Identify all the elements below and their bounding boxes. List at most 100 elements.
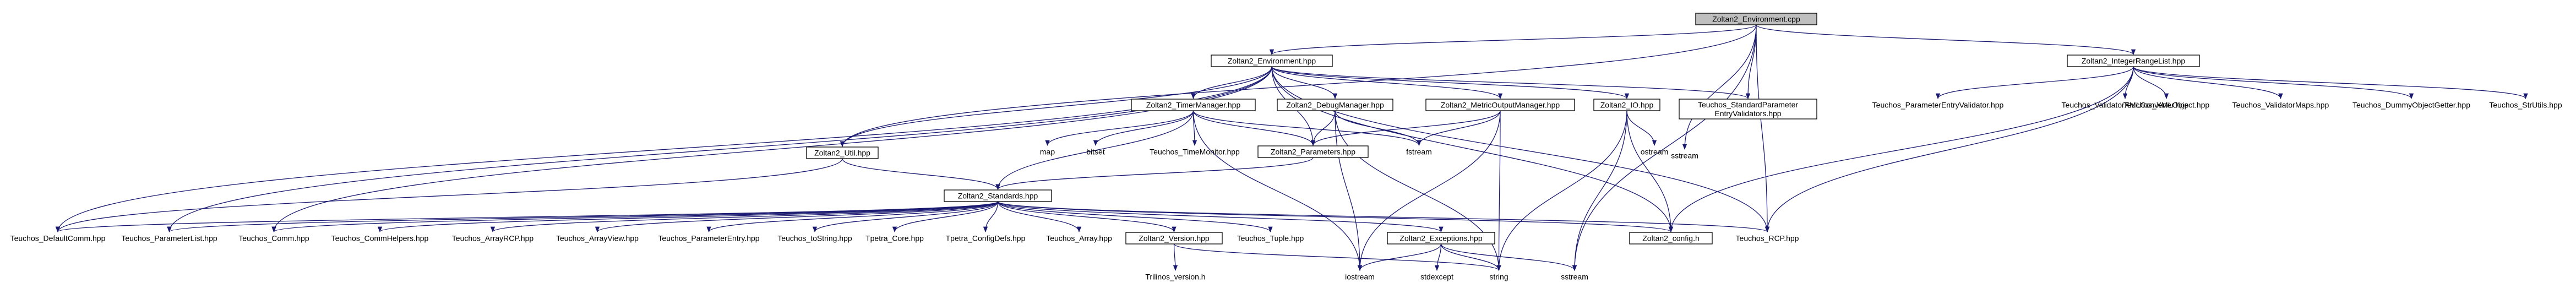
node-iostream: iostream bbox=[1345, 273, 1375, 281]
edge-irl-hpp-to-config-h bbox=[1668, 66, 2134, 233]
node-metric-hpp[interactable]: Zoltan2_MetricOutputManager.hpp bbox=[1425, 99, 1575, 111]
edge-env-hpp-to-metric-hpp bbox=[1271, 66, 1503, 100]
node-tpetracfg: Tpetra_ConfigDefs.hpp bbox=[946, 234, 1026, 243]
node-label: Zoltan2_Version.hpp bbox=[1139, 234, 1210, 243]
node-label: Teuchos_ArrayRCP.hpp bbox=[452, 234, 534, 243]
node-label: Zoltan2_Environment.cpp bbox=[1712, 15, 1800, 24]
edge-std-hpp-to-tpetracfg bbox=[983, 201, 999, 233]
node-plist: Teuchos_ParameterList.hpp bbox=[121, 234, 217, 243]
edge-metric-hpp-to-iostream bbox=[1357, 110, 1501, 271]
edge-exc-hpp-to-sstream2 bbox=[1440, 243, 1577, 271]
edge-env-hpp-to-util-hpp bbox=[840, 66, 1272, 148]
node-string: string bbox=[1489, 273, 1508, 281]
node-env-cpp[interactable]: Zoltan2_Environment.cpp bbox=[1695, 13, 1817, 25]
node-label: Teuchos_ParameterEntryValidator.hpp bbox=[1872, 101, 2004, 110]
node-label: Trilinos_version.h bbox=[1145, 273, 1205, 281]
edge-params-hpp-to-std-hpp bbox=[995, 157, 1314, 191]
edge-std-hpp-to-tpetracore bbox=[892, 201, 999, 233]
node-timer-hpp[interactable]: Zoltan2_TimerManager.hpp bbox=[1131, 99, 1256, 111]
node-label: Zoltan2_Standards.hpp bbox=[958, 192, 1038, 200]
edge-env-hpp-to-timer-hpp bbox=[1191, 66, 1272, 100]
edge-version-hpp-to-trilinosver bbox=[1173, 243, 1178, 271]
node-label: string bbox=[1489, 273, 1508, 281]
node-label: Zoltan2_Util.hpp bbox=[814, 149, 870, 157]
node-vxc: Teuchos_ValidatorXMLConverter.hpp bbox=[2062, 101, 2189, 110]
node-box bbox=[1257, 145, 1369, 158]
edge-io-hpp-to-ostream bbox=[1626, 110, 1657, 146]
node-label: Teuchos_ValidatorXMLConverter.hpp bbox=[2062, 101, 2189, 110]
node-label: Teuchos_Array.hpp bbox=[1046, 234, 1112, 243]
node-label: sstream bbox=[1561, 273, 1588, 281]
node-label: Zoltan2_Environment.hpp bbox=[1228, 57, 1316, 66]
node-ostream: ostream bbox=[1641, 148, 1669, 156]
node-label: Teuchos_StrUtils.hpp bbox=[2489, 101, 2562, 110]
edge-std-hpp-to-defcomm bbox=[56, 201, 999, 233]
node-commhelp: Teuchos_CommHelpers.hpp bbox=[331, 234, 429, 243]
edge-exc-hpp-to-stdexcept bbox=[1434, 243, 1442, 271]
node-label: map bbox=[1040, 148, 1055, 156]
node-box bbox=[1131, 99, 1256, 111]
node-std-hpp[interactable]: Zoltan2_Standards.hpp bbox=[944, 189, 1052, 202]
edge-std-hpp-to-commhelp bbox=[378, 201, 999, 233]
edge-io-hpp-to-config-h bbox=[1626, 110, 1674, 233]
node-sstream: sstream bbox=[1671, 151, 1698, 160]
node-std-param[interactable]: Teuchos_StandardParameterEntryValidators… bbox=[1679, 99, 1817, 119]
node-label: Zoltan2_Parameters.hpp bbox=[1271, 148, 1355, 156]
edge-debug-hpp-to-params-hpp bbox=[1310, 110, 1336, 146]
edge-env-hpp-to-plist bbox=[167, 66, 1272, 233]
edge-util-hpp-to-std-hpp bbox=[842, 158, 1000, 191]
node-box bbox=[1211, 55, 1333, 67]
node-config-h[interactable]: Zoltan2_config.h bbox=[1629, 232, 1713, 244]
node-box bbox=[944, 189, 1052, 202]
edge-metric-hpp-to-string bbox=[1496, 110, 1501, 271]
node-label: Teuchos_Tuple.hpp bbox=[1237, 234, 1304, 243]
edge-env-hpp-to-comm bbox=[271, 66, 1272, 233]
node-io-hpp[interactable]: Zoltan2_IO.hpp bbox=[1593, 99, 1660, 111]
node-stdexcept: stdexcept bbox=[1420, 273, 1453, 281]
edge-metric-hpp-to-params-hpp bbox=[1310, 110, 1501, 146]
node-env-hpp[interactable]: Zoltan2_Environment.hpp bbox=[1211, 55, 1333, 67]
node-box bbox=[1125, 232, 1223, 244]
node-tostring: Teuchos_toString.hpp bbox=[777, 234, 852, 243]
edge-std-hpp-to-rcp bbox=[997, 201, 1769, 233]
node-version-hpp[interactable]: Zoltan2_Version.hpp bbox=[1125, 232, 1223, 244]
node-util-hpp[interactable]: Zoltan2_Util.hpp bbox=[806, 146, 879, 159]
node-pev: Teuchos_ParameterEntryValidator.hpp bbox=[1872, 101, 2004, 110]
node-label: Tpetra_Core.hpp bbox=[865, 234, 924, 243]
edge-exc-hpp-to-iostream bbox=[1357, 243, 1442, 271]
node-label: Zoltan2_IO.hpp bbox=[1600, 101, 1654, 110]
edge-std-hpp-to-pentry bbox=[706, 201, 999, 233]
edge-std-hpp-to-tuple bbox=[997, 201, 1273, 233]
edge-irl-hpp-to-xmlobj bbox=[2133, 66, 2169, 100]
edge-std-hpp-to-arrayrcp bbox=[491, 201, 999, 233]
node-box bbox=[1593, 99, 1660, 111]
edge-env-cpp-to-sstream2 bbox=[1572, 24, 1757, 271]
edge-irl-hpp-to-dummy bbox=[2133, 66, 2414, 100]
node-label: Zoltan2_config.h bbox=[1642, 234, 1700, 243]
node-box bbox=[1277, 99, 1393, 111]
node-debug-hpp[interactable]: Zoltan2_DebugManager.hpp bbox=[1277, 99, 1393, 111]
edge-util-hpp-to-defcomm bbox=[56, 158, 843, 233]
edge-debug-hpp-to-fstream bbox=[1335, 110, 1422, 146]
node-pentry: Teuchos_ParameterEntry.hpp bbox=[658, 234, 759, 243]
node-label: iostream bbox=[1345, 273, 1375, 281]
edge-debug-hpp-to-string bbox=[1335, 110, 1501, 271]
edge-version-hpp-to-string bbox=[1173, 243, 1501, 271]
edge-std-hpp-to-tarray bbox=[997, 201, 1082, 233]
edge-env-hpp-to-io-hpp bbox=[1271, 66, 1629, 100]
edge-env-hpp-to-std-param bbox=[1271, 66, 1750, 100]
node-label: Zoltan2_Exceptions.hpp bbox=[1399, 234, 1482, 243]
edge-std-hpp-to-version-hpp bbox=[997, 201, 1177, 233]
node-irl-hpp[interactable]: Zoltan2_IntegerRangeList.hpp bbox=[2067, 55, 2200, 67]
node-exc-hpp[interactable]: Zoltan2_Exceptions.hpp bbox=[1387, 232, 1495, 244]
node-label: bitset bbox=[1086, 148, 1105, 156]
edge-std-hpp-to-comm bbox=[271, 201, 999, 233]
node-label: Teuchos_XMLObject.hpp bbox=[2123, 101, 2210, 110]
edge-env-cpp-to-util-hpp bbox=[840, 24, 1757, 148]
node-box bbox=[806, 146, 879, 159]
node-label: Teuchos_DefaultComm.hpp bbox=[10, 234, 106, 243]
node-params-hpp[interactable]: Zoltan2_Parameters.hpp bbox=[1257, 145, 1369, 158]
edge-env-cpp-to-irl-hpp bbox=[1756, 24, 2136, 56]
edge-env-hpp-to-debug-hpp bbox=[1271, 66, 1338, 100]
